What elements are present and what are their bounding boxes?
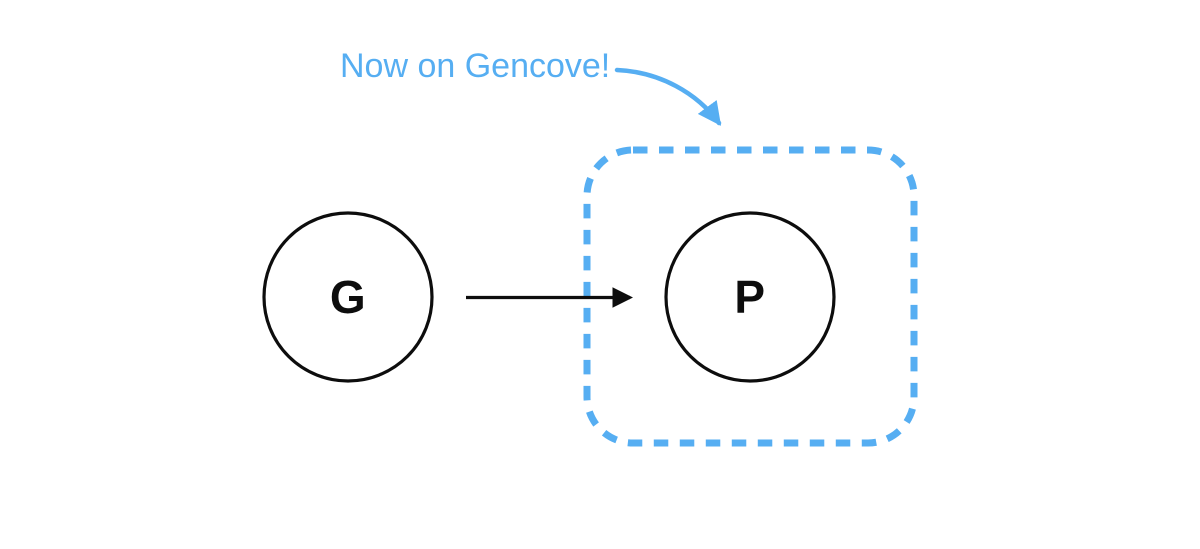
node-p-circle <box>664 211 836 383</box>
callout-label: Now on Gencove! <box>340 47 611 85</box>
callout-arrow <box>614 67 722 126</box>
gencove-highlight-box <box>583 146 918 447</box>
node-g-circle <box>262 211 434 383</box>
node-g-label: G <box>329 271 367 323</box>
node-p-label: P <box>734 271 766 323</box>
